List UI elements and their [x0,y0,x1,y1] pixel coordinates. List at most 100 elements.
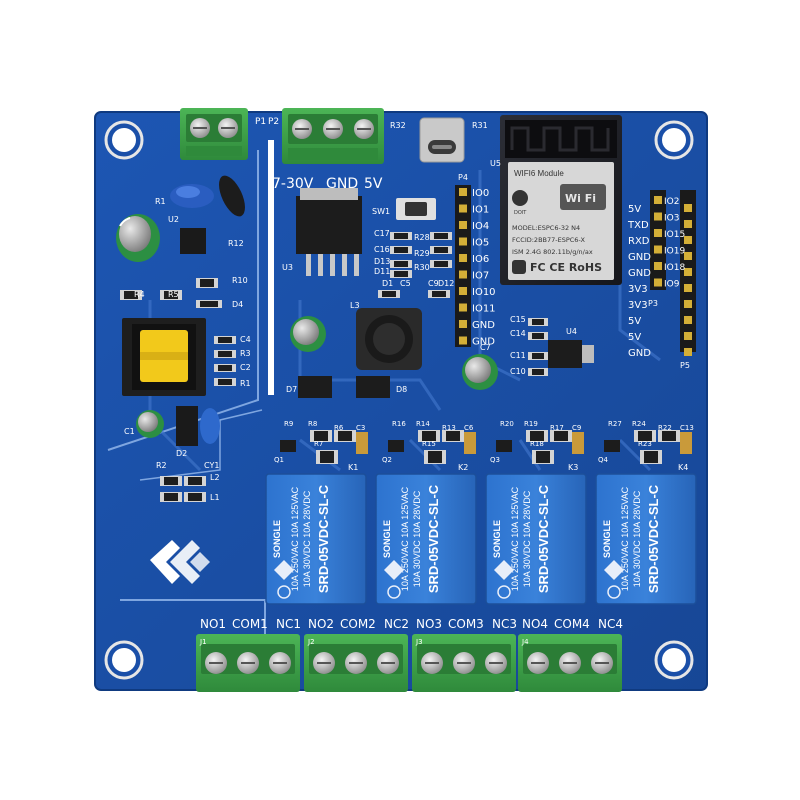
smd-body [434,247,448,253]
header-pin [459,254,467,262]
ref-r3: R3 [240,349,251,358]
ref-r24: R24 [632,420,646,428]
screw-icon [323,119,343,139]
relay-brand: SONGLE [492,520,502,558]
smd-body [428,451,442,463]
header-label: IO6 [472,254,489,265]
ref-r1b: R1 [240,379,251,388]
module-title: WIFI6 Module [514,169,564,178]
terminal-block-p2[interactable] [282,108,384,164]
header-pin [654,212,662,221]
electrolytic-cap-c5 [290,316,326,352]
regulator-u3 [296,188,362,276]
ref-l3: L3 [350,301,360,310]
label-j2: J2 [307,638,315,646]
module-certs: FC CE RoHS [530,261,602,274]
smd-body [124,291,138,299]
relay-ref: K3 [568,463,578,472]
usb-c-port[interactable] [419,117,465,163]
header-pin [459,270,467,279]
module-ism: ISM 2.4G 802.11b/g/n/ax [512,248,593,256]
label-com-2: COM2 [340,617,376,631]
company-logo-icon [150,540,210,584]
header-pin [459,221,467,229]
header-label: IO9 [664,280,680,290]
header-label: GND [472,320,495,331]
ref-c9: C9 [428,279,439,288]
label-com-1: COM1 [232,617,268,631]
label-nc-3: NC3 [492,617,517,631]
header-pin [684,268,692,276]
smd-cap [464,432,476,454]
cqc-mark-icon [497,585,511,599]
smd-body [434,233,448,239]
mounting-hole-bottom-left [104,640,144,680]
push-button-sw1[interactable] [396,198,436,220]
smd-cap [680,432,692,454]
output-terminal-2[interactable] [304,634,408,692]
header-label: GND [472,337,495,348]
cqc-mark-icon [277,585,291,599]
smd-body [662,431,676,441]
header-pin [684,220,692,228]
ref-l2: L2 [210,473,220,482]
relay-dc: 10A 30VDC 10A 28VDC [302,490,312,587]
label-p1: P1 [255,117,266,127]
ref-c1: C1 [124,427,135,436]
ref-q2: Q2 [382,456,392,464]
mounting-hole-top-right [654,120,694,160]
smd-body [394,261,408,267]
ref-l1: L1 [210,493,220,502]
header-pin [459,204,467,213]
screw-icon [313,652,335,674]
black-capacitor [219,175,245,217]
smd-body [188,477,202,485]
ref-r1: R1 [155,197,166,206]
smd-body [218,379,232,385]
wifi-module: WIFI6 Module DOIT Wi Fi MODEL:ESPC6-32 N… [500,115,622,285]
header-pin [459,303,467,312]
screw-icon [527,652,549,674]
ref-r28: R28 [414,233,430,242]
header-pin [684,300,692,308]
screw-icon [453,652,475,674]
smd-body [164,493,178,501]
ref-r6: R6 [334,424,344,432]
relay-outline [595,473,697,605]
ref-r12: R12 [228,239,244,248]
output-terminal-4[interactable] [518,634,622,692]
ref-c15: C15 [510,315,526,324]
header-pin [459,336,467,345]
label-j3: J3 [415,638,423,646]
relay-outline [375,473,477,605]
terminal-block-p1[interactable] [180,108,248,160]
header-pin [684,236,692,244]
output-terminal-3[interactable] [412,634,516,692]
relay-ac: 10A 250VAC 10A 125VAC [400,486,410,591]
smd-body [338,431,352,441]
ref-r31: R31 [472,121,488,130]
ref-r10: R10 [232,276,248,285]
ref-r8: R8 [308,420,317,428]
ref-u3: U3 [282,263,293,272]
output-terminal-1[interactable] [196,634,300,692]
header-label: GND [628,348,651,359]
header-label: IO10 [472,287,496,298]
relay-model: SRD-05VDC-SL-C [426,484,441,593]
smd-body [532,333,544,339]
relay-ref: K2 [458,463,468,472]
module-wifi: Wi Fi [565,192,596,205]
label-no-4: NO4 [522,617,548,631]
songle-logo-icon [494,560,514,580]
relay-brand: SONGLE [382,520,392,558]
smd-body [394,247,408,253]
ref-r5: R5 [168,290,179,299]
header-pin [654,262,662,270]
ref-q1: Q1 [274,456,284,464]
module-fccid: FCCID:2BB77-ESPC6-X [512,236,585,244]
header-pin [684,284,692,292]
module-brand: DOIT [514,210,527,216]
